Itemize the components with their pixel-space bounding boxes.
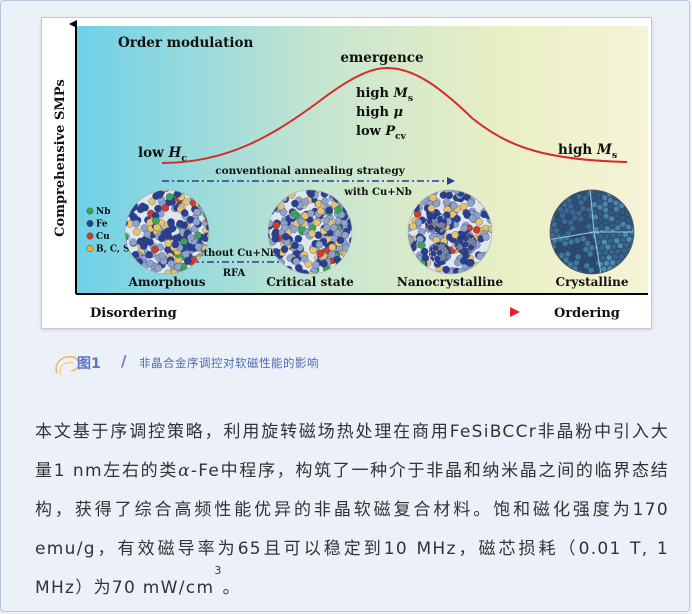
- legend-label-1: Fe: [96, 220, 108, 230]
- peak-property-2: low Pcv: [356, 124, 407, 142]
- caption-label: 图1: [77, 356, 101, 372]
- legend-label-0: Nb: [96, 207, 111, 217]
- figure-panel: Comprehensive SMPs Order modulation emer…: [41, 17, 652, 329]
- caption-swirl-icon: [55, 355, 80, 376]
- state-label-nanocrystalline: Nanocrystalline: [397, 275, 504, 289]
- body-text-part3: 。: [222, 578, 241, 598]
- x-label-disordering: Disordering: [90, 306, 177, 321]
- peak-property-0: high Ms: [356, 86, 413, 104]
- figure-diagram: Comprehensive SMPs Order modulation emer…: [53, 20, 648, 321]
- rfa-label: RFA: [223, 268, 246, 279]
- alpha-symbol: α: [178, 461, 191, 481]
- legend-swatch-1: [86, 220, 94, 227]
- body-paragraph: 本文基于序调控策略，利用旋转磁场热处理在商用FeSiBCCr非晶粉中引入大量1 …: [35, 413, 669, 608]
- property-curve: [161, 66, 628, 164]
- legend-swatch-0: [86, 207, 94, 215]
- figure-caption: 图1 / 非晶合金序调控对软磁性能的影响: [53, 347, 613, 377]
- peak-property-1: high μ: [356, 105, 403, 120]
- caption-separator: /: [121, 352, 127, 370]
- state-label-crystalline: Crystalline: [556, 275, 629, 289]
- state-label-amorphous: Amorphous: [128, 275, 206, 289]
- body-text-part1: 本文基于序调控策略，利用旋转磁场热处理在商用FeSiBCCr非晶粉中引入大量1 …: [35, 422, 669, 481]
- legend-label-2: Cu: [96, 232, 110, 242]
- caption-text: 非晶合金序调控对软磁性能的影响: [139, 356, 319, 370]
- annealing-strategy-sub: with Cu+Nb: [343, 187, 412, 198]
- right-curve-label: high Ms: [558, 142, 617, 161]
- low-hc-label: low Hc: [138, 145, 187, 164]
- body-text-part2: -Fe中程序，构筑了一种介于非晶和纳米晶之间的临界态结构，获得了综合高频性能优异…: [35, 461, 669, 598]
- figure-header: Order modulation: [118, 35, 254, 51]
- y-axis-label: Comprehensive SMPs: [53, 79, 68, 237]
- high-ms-label: high Ms: [558, 142, 617, 161]
- rfa-condition-label: without Cu+Nb: [190, 248, 277, 259]
- peak-label: emergence: [340, 50, 423, 66]
- left-curve-label: low Hc: [138, 145, 187, 164]
- annealing-strategy-label: conventional annealing strategy: [215, 165, 406, 177]
- legend-swatch-2: [86, 232, 94, 240]
- legend-label-3: B, C, Si: [96, 245, 134, 255]
- state-label-critical: Critical state: [266, 275, 354, 289]
- x-label-ordering: Ordering: [554, 306, 620, 321]
- legend-swatch-3: [86, 245, 94, 252]
- unit-superscript: 3: [214, 564, 223, 577]
